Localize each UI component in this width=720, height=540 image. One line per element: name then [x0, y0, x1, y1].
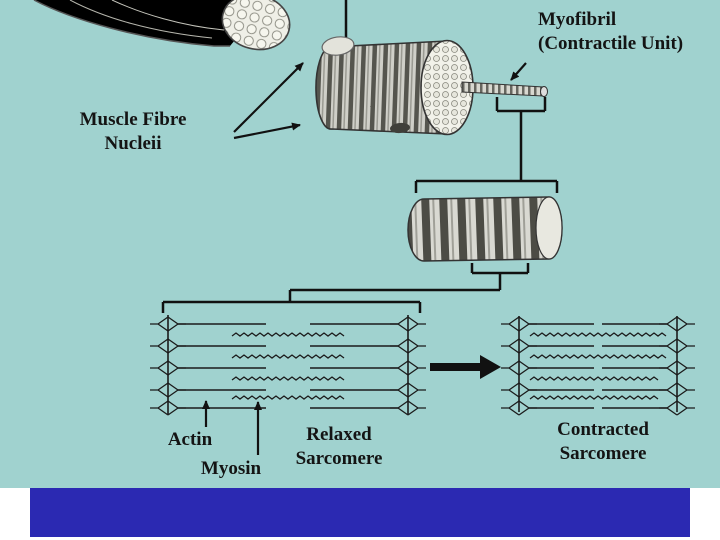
label-actin: Actin [167, 429, 213, 450]
myofibril-line1: Myofibril [538, 9, 617, 30]
nucleus-dark [390, 122, 410, 134]
myofibril-strand [461, 81, 548, 97]
nucleus-blob [321, 36, 355, 56]
muscle-fibre-line2: Nucleii [104, 133, 162, 154]
relaxed-sarcomere-schematic [149, 315, 427, 416]
footer-bar [30, 488, 690, 537]
sarcomere-segment-cylinder [407, 196, 563, 262]
nuclei-pointer-arrows [233, 62, 304, 140]
contracted-sarcomere-schematic [500, 316, 696, 416]
label-contracted-sarcomere: Contracted Sarcomere [557, 419, 649, 464]
actin-filaments [178, 323, 398, 409]
label-myofibril: Myofibril (Contractile Unit) [538, 8, 683, 56]
myofibril-cylinder [315, 36, 474, 136]
bracket-segment-to-sarcomere [161, 263, 530, 313]
label-relaxed-sarcomere: Relaxed Sarcomere [295, 424, 383, 469]
myosin-filaments [231, 332, 345, 400]
label-myosin: Myosin [200, 458, 262, 479]
myofibril-pointer-arrow [510, 62, 527, 81]
bracket-strand-to-segment [414, 97, 559, 193]
myosin-filaments [529, 332, 667, 400]
transition-arrow [430, 355, 501, 379]
muscle-fibre-line1: Muscle Fibre [79, 109, 187, 130]
label-muscle-fibre-nucleii: Muscle Fibre Nucleii [58, 108, 208, 156]
fibre-cross-section [221, 0, 291, 51]
actin-filaments [529, 323, 667, 409]
muscle-fibre-illustration [33, 0, 291, 51]
myofibril-line2: (Contractile Unit) [538, 33, 684, 54]
